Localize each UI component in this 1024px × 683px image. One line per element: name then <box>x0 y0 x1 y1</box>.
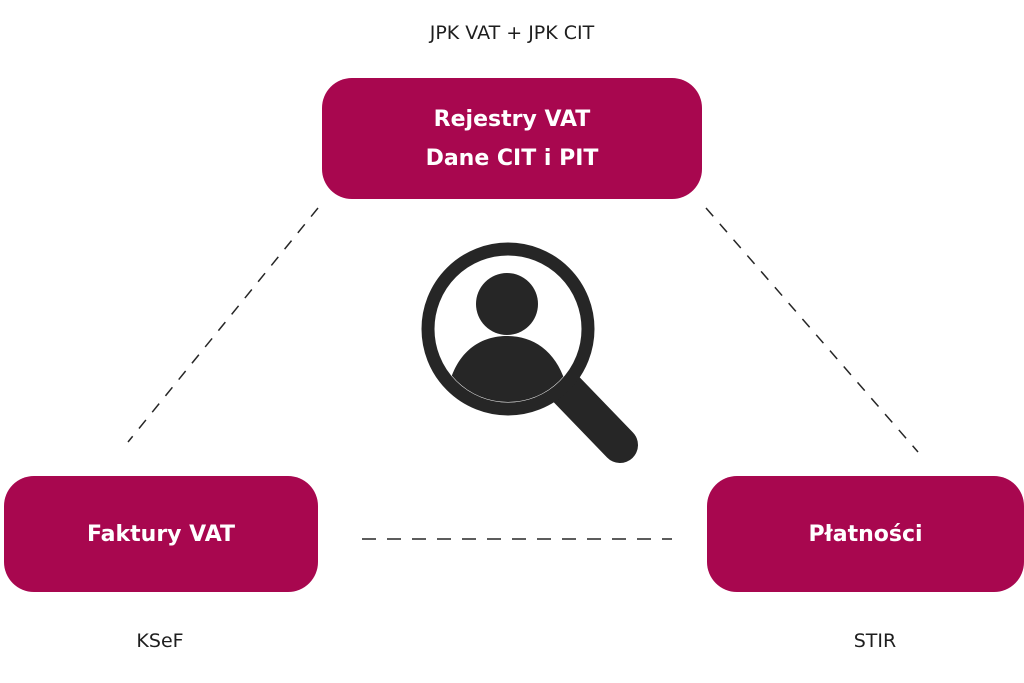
connector-top-left <box>127 207 319 443</box>
left-box-label: Faktury VAT <box>86 521 236 547</box>
right-box: Płatności <box>707 476 1024 592</box>
top-box-line-2: Dane CIT i PIT <box>425 145 599 171</box>
right-caption: STIR <box>853 630 897 652</box>
right-box-label: Płatności <box>808 521 923 547</box>
person-shoulders <box>445 336 571 402</box>
left-caption: KSeF <box>136 630 184 652</box>
connector-top-right <box>705 207 919 453</box>
left-box: Faktury VAT <box>4 476 318 592</box>
top-box: Rejestry VAT Dane CIT i PIT <box>322 78 702 199</box>
top-box-line-1: Rejestry VAT <box>433 106 591 132</box>
person-magnifier-icon <box>421 242 638 463</box>
person-head <box>476 273 538 335</box>
magnifier-handle <box>547 370 638 463</box>
person-icon <box>445 273 571 402</box>
top-caption: JPK VAT + JPK CIT <box>429 22 595 44</box>
